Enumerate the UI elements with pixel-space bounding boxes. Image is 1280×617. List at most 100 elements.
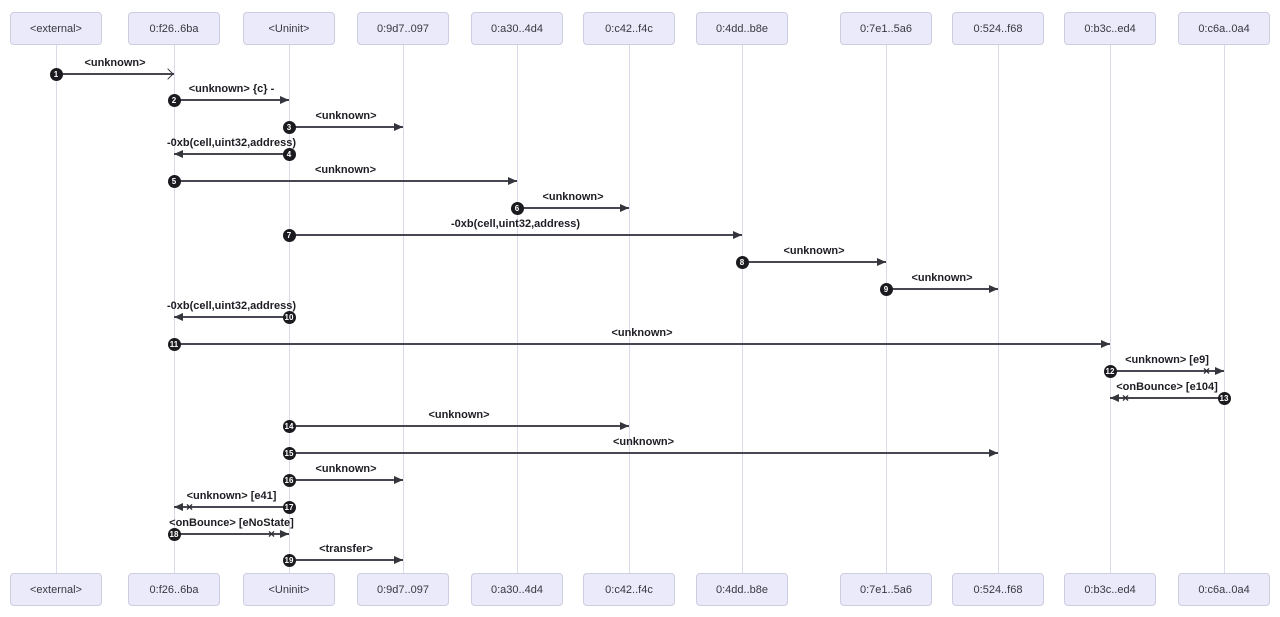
lifeline <box>55 45 57 573</box>
participant-box-top-10[interactable]: 0:c6a..0a4 <box>1178 12 1270 45</box>
lifeline <box>288 45 290 573</box>
message-number-badge[interactable]: 14 <box>282 419 296 433</box>
message-label[interactable]: <unknown> <box>84 57 146 69</box>
message-line <box>289 425 629 427</box>
arrowhead-icon <box>508 176 517 185</box>
message-number-badge[interactable]: 7 <box>282 228 296 242</box>
message-label[interactable]: <onBounce> [e104] <box>1116 381 1218 393</box>
message-number-badge[interactable]: 18 <box>167 527 181 541</box>
message-line <box>289 479 403 481</box>
failure-x-marker: × <box>268 527 276 541</box>
lifeline <box>1223 45 1225 573</box>
participant-label: 0:524..f68 <box>973 22 1023 35</box>
lifeline <box>997 45 999 573</box>
message-label[interactable]: <onBounce> [eNoState] <box>169 517 294 529</box>
message-number-badge[interactable]: 11 <box>167 337 181 351</box>
message-label[interactable]: -0xb(cell,uint32,address) <box>167 137 296 149</box>
participant-box-top-5[interactable]: 0:c42..f4c <box>583 12 675 45</box>
participant-label: 0:7e1..5a6 <box>860 22 912 35</box>
failure-x-marker: × <box>1203 364 1211 378</box>
participant-box-top-4[interactable]: 0:a30..4d4 <box>471 12 563 45</box>
participant-box-top-0[interactable]: <external> <box>10 12 102 45</box>
participant-box-bottom-5[interactable]: 0:c42..f4c <box>583 573 675 606</box>
participant-box-bottom-6[interactable]: 0:4dd..b8e <box>696 573 788 606</box>
participant-box-bottom-10[interactable]: 0:c6a..0a4 <box>1178 573 1270 606</box>
participant-box-top-9[interactable]: 0:b3c..ed4 <box>1064 12 1156 45</box>
participant-box-bottom-3[interactable]: 0:9d7..097 <box>357 573 449 606</box>
failure-x-marker: × <box>186 500 194 514</box>
arrowhead-icon <box>1101 339 1110 348</box>
message-number-badge[interactable]: 2 <box>167 93 181 107</box>
participant-box-bottom-4[interactable]: 0:a30..4d4 <box>471 573 563 606</box>
participant-box-bottom-1[interactable]: 0:f26..6ba <box>128 573 220 606</box>
message-number-badge[interactable]: 17 <box>282 500 296 514</box>
message-line <box>56 73 174 75</box>
lifeline <box>173 45 175 573</box>
participant-box-bottom-8[interactable]: 0:524..f68 <box>952 573 1044 606</box>
message-label[interactable]: -0xb(cell,uint32,address) <box>167 300 296 312</box>
lifeline <box>402 45 404 573</box>
message-number-badge[interactable]: 13 <box>1217 391 1231 405</box>
message-number-badge[interactable]: 3 <box>282 120 296 134</box>
message-number-badge[interactable]: 6 <box>510 201 524 215</box>
message-label[interactable]: <unknown> <box>911 272 973 284</box>
message-number-badge[interactable]: 1 <box>49 67 63 81</box>
message-line <box>1110 397 1224 399</box>
participant-box-bottom-0[interactable]: <external> <box>10 573 102 606</box>
participant-box-top-1[interactable]: 0:f26..6ba <box>128 12 220 45</box>
message-line <box>886 288 998 290</box>
message-label[interactable]: <unknown> <box>315 110 377 122</box>
participant-box-top-2[interactable]: <Uninit> <box>243 12 335 45</box>
message-label[interactable]: -0xb(cell,uint32,address) <box>451 218 580 230</box>
message-line <box>289 452 998 454</box>
message-label[interactable]: <unknown> <box>315 463 377 475</box>
message-number-badge[interactable]: 12 <box>1103 364 1117 378</box>
message-label[interactable]: <unknown> <box>611 327 673 339</box>
participant-label: 0:f26..6ba <box>149 22 199 35</box>
message-number-badge[interactable]: 9 <box>879 282 893 296</box>
participant-label: <Uninit> <box>268 583 310 596</box>
participant-label: 0:f26..6ba <box>149 583 199 596</box>
participant-label: 0:9d7..097 <box>377 583 429 596</box>
message-line <box>174 533 289 535</box>
lifeline <box>741 45 743 573</box>
message-number-badge[interactable]: 5 <box>167 174 181 188</box>
participant-label: 0:c6a..0a4 <box>1198 22 1250 35</box>
message-line <box>517 207 629 209</box>
message-number-badge[interactable]: 8 <box>735 255 749 269</box>
participant-box-bottom-9[interactable]: 0:b3c..ed4 <box>1064 573 1156 606</box>
arrowhead-icon <box>280 95 289 104</box>
arrowhead-icon <box>394 475 403 484</box>
participant-box-bottom-7[interactable]: 0:7e1..5a6 <box>840 573 932 606</box>
arrowhead-icon <box>877 257 886 266</box>
message-number-badge[interactable]: 4 <box>282 147 296 161</box>
lifeline <box>885 45 887 573</box>
message-label[interactable]: <unknown> {c} - <box>188 83 275 95</box>
message-label[interactable]: <transfer> <box>319 543 373 555</box>
participant-label: 0:a30..4d4 <box>491 583 543 596</box>
arrowhead-icon <box>989 284 998 293</box>
message-label[interactable]: <unknown> [e41] <box>186 490 277 502</box>
message-number-badge[interactable]: 16 <box>282 473 296 487</box>
participant-label: 0:c42..f4c <box>605 22 653 35</box>
message-label[interactable]: <unknown> <box>542 191 604 203</box>
failure-x-marker: × <box>1122 391 1130 405</box>
arrowhead-icon <box>620 421 629 430</box>
message-label[interactable]: <unknown> <box>314 164 377 176</box>
participant-box-top-3[interactable]: 0:9d7..097 <box>357 12 449 45</box>
participant-box-top-6[interactable]: 0:4dd..b8e <box>696 12 788 45</box>
message-label[interactable]: <unknown> <box>783 245 845 257</box>
message-number-badge[interactable]: 19 <box>282 553 296 567</box>
message-label[interactable]: <unknown> [e9] <box>1125 354 1209 366</box>
message-number-badge[interactable]: 10 <box>282 310 296 324</box>
participant-box-bottom-2[interactable]: <Uninit> <box>243 573 335 606</box>
message-number-badge[interactable]: 15 <box>282 446 296 460</box>
message-label[interactable]: <unknown> <box>428 409 490 421</box>
participant-box-top-7[interactable]: 0:7e1..5a6 <box>840 12 932 45</box>
participant-label: 0:9d7..097 <box>377 22 429 35</box>
participant-label: 0:b3c..ed4 <box>1084 583 1136 596</box>
participant-box-top-8[interactable]: 0:524..f68 <box>952 12 1044 45</box>
message-line <box>174 180 517 182</box>
message-label[interactable]: <unknown> <box>612 436 675 448</box>
